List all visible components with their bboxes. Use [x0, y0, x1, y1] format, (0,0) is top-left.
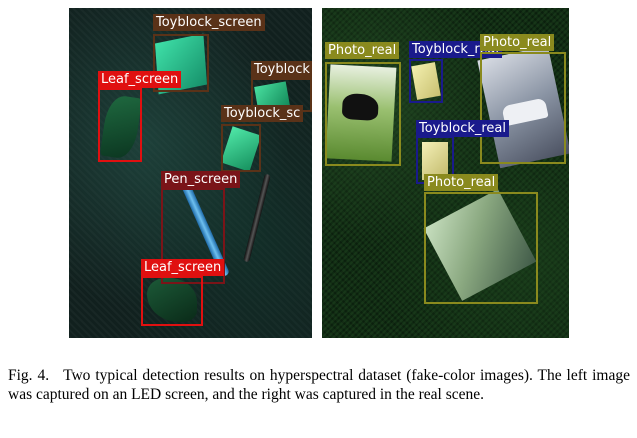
figure-number: Fig. 4.	[8, 367, 50, 384]
caption-text: Two typical detection results on hypersp…	[8, 367, 630, 403]
toyblock-real-object-second	[422, 142, 448, 180]
detection-box-toyblock-real-1	[409, 59, 443, 103]
detection-label-toyblock-real-2: Toyblock_real	[416, 120, 510, 137]
detection-label-photo-real-3: Photo_real	[424, 174, 499, 191]
detection-box-photo-real-2	[480, 52, 566, 164]
detection-label-photo-real-1: Photo_real	[325, 42, 400, 59]
figure-caption: Fig. 4.Two typical detection results on …	[8, 366, 630, 404]
detection-label-leaf-screen: Leaf_screen	[98, 71, 182, 88]
detection-box-leaf-screen	[98, 88, 142, 162]
detection-label-pen-screen: Pen_screen	[161, 171, 241, 188]
detection-label-toyblock-screen: Toyblock_screen	[153, 14, 265, 31]
right-image-real-scene: Photo_real Toyblock_real Photo_real Toyb…	[322, 8, 569, 338]
second-pen-object	[243, 173, 271, 263]
detection-label-toyblock-sc: Toyblock_sc	[221, 105, 304, 122]
detection-label-leaf-screen-bottom: Leaf_screen	[141, 259, 225, 276]
detection-box-toyblock-screen	[153, 34, 209, 92]
detection-box-photo-real-1	[325, 62, 401, 166]
detection-box-leaf-screen-bottom	[141, 276, 203, 326]
detection-label-photo-real-2: Photo_real	[480, 34, 555, 51]
detection-box-toyblock-sc	[221, 124, 261, 172]
detection-box-pen-screen	[161, 188, 225, 284]
left-image-led-screen: Toyblock_screen Leaf_screen Toyblock Toy…	[69, 8, 312, 338]
detection-label-toyblock-right: Toyblock	[251, 61, 312, 78]
detection-box-photo-real-3	[424, 192, 538, 304]
detection-label-toyblock-real-1: Toyblock_real	[409, 41, 503, 58]
